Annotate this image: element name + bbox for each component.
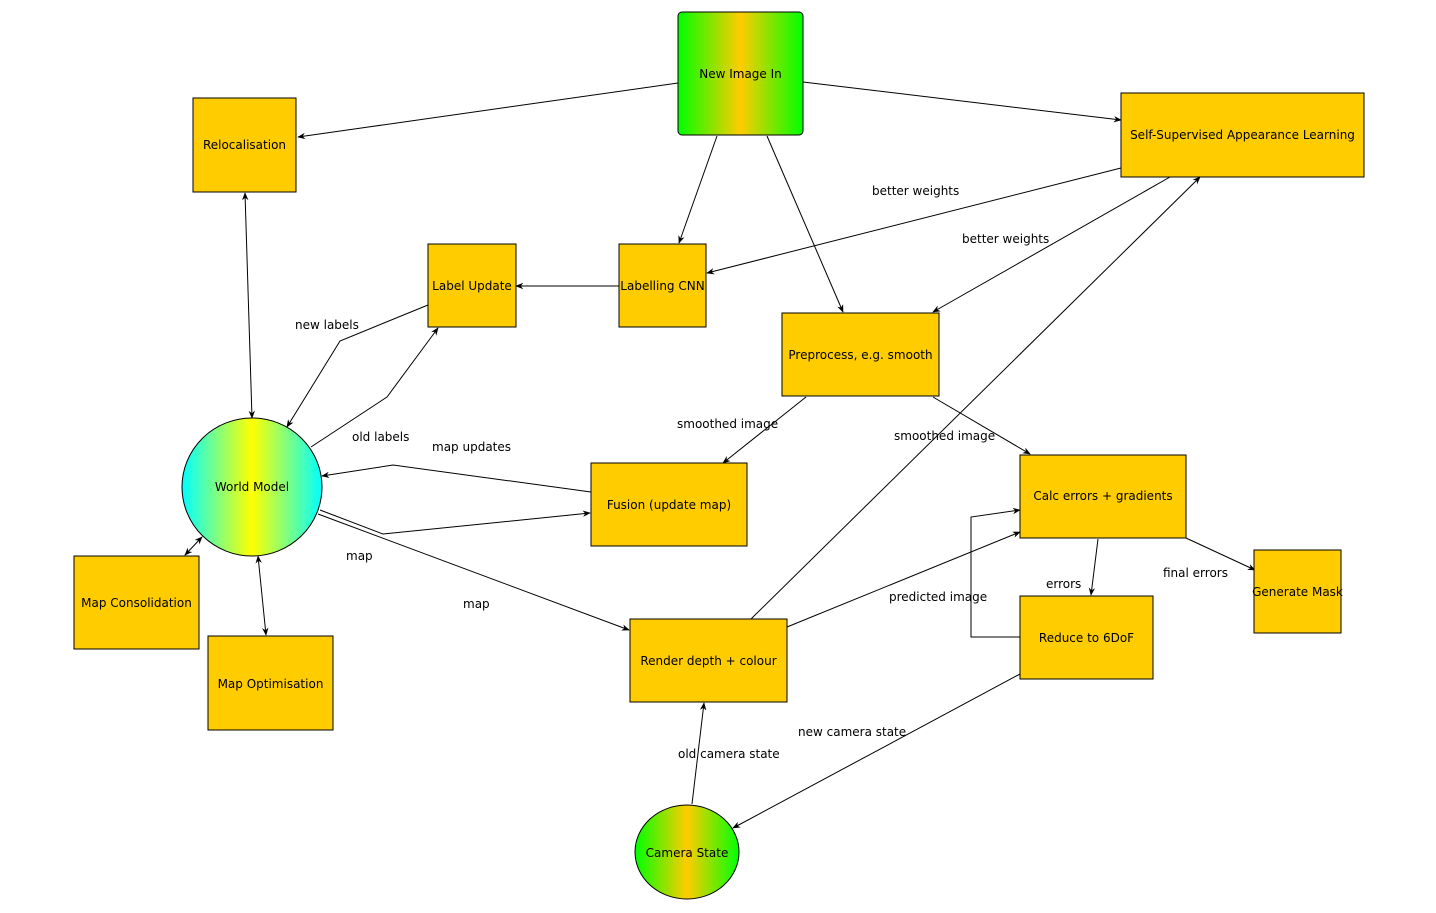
nodes: New Image In Relocalisation Self-Supervi…: [73, 11, 1365, 900]
node-generate-mask: Generate Mask: [1252, 549, 1343, 634]
edge-label-new-labels: new labels: [295, 318, 359, 332]
edge-label-new-camera-state: new camera state: [798, 725, 906, 739]
edge-newimage-relocalisation: [297, 82, 679, 140]
node-label-world-model: World Model: [215, 480, 289, 494]
edge-labelupdate-worldmodel: [286, 304, 429, 428]
edge-label-map-1: map: [346, 549, 373, 563]
node-camera-state: Camera State: [634, 804, 740, 900]
edge-labels: better weights better weights new labels…: [295, 184, 1228, 761]
edge-reduce-camerastate: [732, 673, 1021, 829]
edge-label-old-camera-state: old camera state: [678, 747, 780, 761]
node-relocalisation: Relocalisation: [192, 97, 297, 193]
node-label-labelling-cnn: Labelling CNN: [620, 279, 704, 293]
edge-preprocess-fusion: [722, 396, 807, 464]
node-label-map-optimisation: Map Optimisation: [218, 677, 324, 691]
node-new-image-in: New Image In: [677, 11, 804, 136]
node-label-relocalisation: Relocalisation: [203, 138, 286, 152]
edge-label-final-errors: final errors: [1163, 566, 1228, 580]
edge-newimage-preprocess: [766, 135, 844, 313]
node-label-calc-errors: Calc errors + gradients: [1033, 489, 1172, 503]
node-label-new-image-in: New Image In: [699, 67, 782, 81]
edge-label-smoothed-image-1: smoothed image: [677, 417, 778, 431]
edge-label-map-updates: map updates: [432, 440, 511, 454]
node-map-optimisation: Map Optimisation: [207, 635, 334, 731]
edges: [184, 81, 1256, 829]
edge-render-selfsupervised: [750, 176, 1201, 620]
node-label-render: Render depth + colour: [640, 654, 776, 668]
edge-worldmodel-fusion: [319, 509, 591, 535]
edge-label-better-weights-2: better weights: [962, 232, 1049, 246]
node-world-model: World Model: [181, 417, 323, 557]
edge-label-better-weights-1: better weights: [872, 184, 959, 198]
node-label-camera-state: Camera State: [646, 846, 729, 860]
edge-label-predicted-image: predicted image: [889, 590, 987, 604]
edge-label-smoothed-image-2: smoothed image: [894, 429, 995, 443]
node-label-fusion: Fusion (update map): [607, 498, 731, 512]
edge-worldmodel-render: [317, 513, 630, 631]
edge-camerastate-render: [691, 702, 707, 805]
edge-worldmodel-labelupdate: [310, 327, 439, 448]
node-label-preprocess: Preprocess, e.g. smooth: [788, 348, 932, 362]
edge-calcerrors-reduce: [1088, 538, 1099, 596]
node-label-generate-mask: Generate Mask: [1252, 585, 1343, 599]
edge-worldmodel-mapoptimisation: [255, 555, 269, 636]
edge-label-map-2: map: [463, 597, 490, 611]
node-self-supervised: Self-Supervised Appearance Learning: [1120, 92, 1365, 178]
node-reduce: Reduce to 6DoF: [1019, 595, 1154, 680]
edge-preprocess-calcerrors: [932, 396, 1031, 455]
edge-calcerrors-generatemask: [1185, 537, 1256, 571]
node-label-update: Label Update: [427, 243, 517, 328]
node-calc-errors: Calc errors + gradients: [1019, 454, 1187, 539]
edge-selfsupervised-labellingcnn: [706, 167, 1122, 275]
edge-label-old-labels: old labels: [352, 430, 409, 444]
node-labelling-cnn: Labelling CNN: [618, 243, 707, 328]
edge-worldmodel-mapconsolidation: [184, 536, 203, 556]
node-map-consolidation: Map Consolidation: [73, 555, 200, 650]
edge-reduce-calcerrors: [970, 507, 1021, 638]
node-label-reduce: Reduce to 6DoF: [1039, 631, 1134, 645]
edge-fusion-worldmodel: [321, 464, 592, 493]
edge-selfsupervised-preprocess: [932, 176, 1171, 313]
edge-render-calcerrors: [786, 531, 1021, 628]
node-render: Render depth + colour: [629, 618, 788, 703]
edge-newimage-labellingcnn: [678, 135, 718, 244]
node-label-map-consolidation: Map Consolidation: [81, 596, 192, 610]
node-preprocess: Preprocess, e.g. smooth: [781, 312, 940, 397]
node-label-self-supervised: Self-Supervised Appearance Learning: [1130, 128, 1355, 142]
edge-label-errors: errors: [1046, 577, 1081, 591]
edge-newimage-selfsupervised: [802, 81, 1122, 123]
node-fusion: Fusion (update map): [590, 462, 748, 547]
node-label-label-update: Label Update: [432, 279, 512, 293]
edge-relocalisation-worldmodel: [242, 192, 255, 419]
